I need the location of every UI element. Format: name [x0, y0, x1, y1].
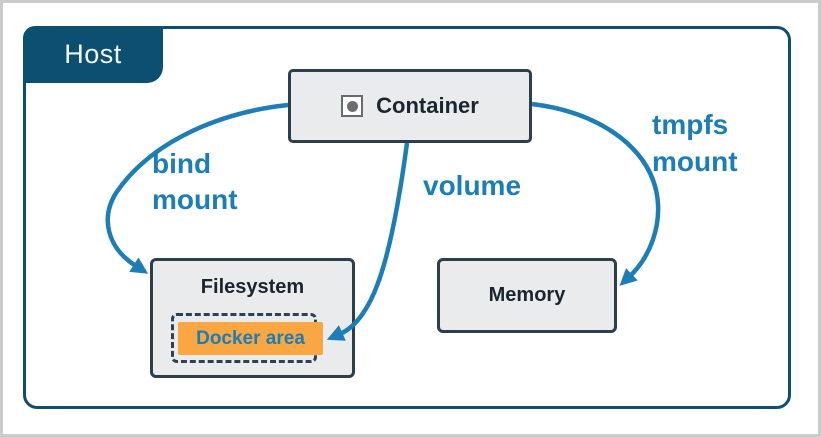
tmpfs-mount-edge-label: tmpfs mount	[652, 106, 738, 180]
tmpfs-mount-label-line2: mount	[652, 146, 738, 177]
container-node-label: Container	[376, 93, 479, 118]
bind-mount-label-line1: bind	[152, 148, 212, 179]
tmpfs-mount-label-line1: tmpfs	[652, 109, 729, 140]
memory-node-label: Memory	[488, 284, 566, 306]
bind-mount-label-line2: mount	[152, 184, 238, 215]
record-dot-icon	[341, 95, 364, 117]
record-dot	[346, 100, 358, 112]
volume-edge-label: volume	[423, 170, 522, 201]
filesystem-node-label: Filesystem	[200, 276, 305, 298]
docker-area-highlight: Docker area	[178, 322, 323, 355]
docker-area-label: Docker area	[196, 327, 305, 349]
bind-mount-edge-label: bind mount	[152, 146, 238, 218]
container-node: Container	[288, 69, 532, 143]
host-label: Host	[64, 39, 122, 69]
filesystem-node: Filesystem	[150, 258, 355, 378]
memory-node: Memory	[437, 258, 617, 333]
host-label-tab: Host	[23, 26, 163, 83]
